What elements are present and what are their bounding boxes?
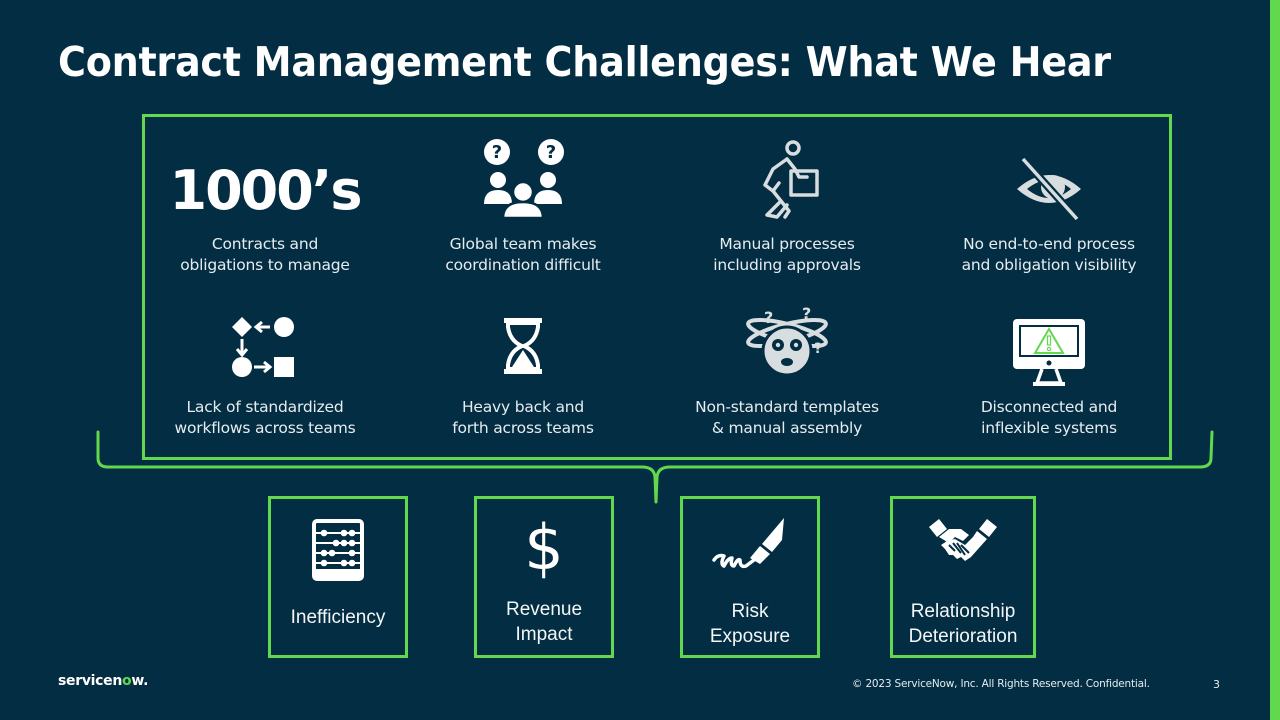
svg-text:?: ? xyxy=(814,341,822,357)
challenge-label-line1: Manual processes xyxy=(719,235,855,253)
workflow-shapes-icon xyxy=(232,317,294,377)
impact-label-line1: Relationship xyxy=(910,601,1016,622)
challenge-label-line1: Contracts and xyxy=(211,235,319,253)
contracts-count: 1000’s xyxy=(169,158,363,222)
person-carrying-box-icon xyxy=(763,140,819,219)
impact-label-line2: Impact xyxy=(515,624,573,645)
challenge-label-line2: including approvals xyxy=(713,256,861,274)
impact-label-line1: Risk xyxy=(731,601,769,622)
challenge-label-line1: No end-to-end process xyxy=(963,235,1135,253)
copyright-notice: © 2023 ServiceNow, Inc. All Rights Reser… xyxy=(852,678,1150,690)
monitor-warning-icon xyxy=(1013,319,1085,386)
challenge-label-line2: and obligation visibility xyxy=(961,256,1137,274)
challenge-label-line2: workflows across teams xyxy=(174,419,356,437)
impact-label-line2: Exposure xyxy=(709,626,791,647)
impact-revenue: $ Revenue Impact xyxy=(474,496,614,658)
challenge-label-line2: & manual assembly xyxy=(711,419,863,437)
abacus-icon xyxy=(312,519,364,581)
challenges-panel: 1000’s Contracts and obligations to mana… xyxy=(142,114,1172,460)
impact-risk: Risk Exposure xyxy=(680,496,820,658)
impact-relationship: Relationship Deterioration xyxy=(890,496,1036,658)
team-questions-icon: ? ? xyxy=(484,139,564,220)
page-number: 3 xyxy=(1213,678,1220,691)
svg-text:?: ? xyxy=(546,142,556,163)
accent-bar xyxy=(1270,0,1280,720)
hourglass-icon xyxy=(504,318,542,374)
challenge-label-line1: Lack of standardized xyxy=(186,398,344,416)
pen-signature-icon xyxy=(712,518,784,569)
challenge-label-line1: Non-standard templates xyxy=(695,398,879,416)
challenge-label-line1: Global team makes xyxy=(449,235,597,253)
challenge-label-line1: Heavy back and xyxy=(461,398,585,416)
impact-label-line2: Deterioration xyxy=(908,626,1018,647)
challenge-label-line2: coordination difficult xyxy=(445,256,601,274)
svg-text:?: ? xyxy=(764,308,773,327)
logo-text-suffix: w. xyxy=(131,673,149,689)
svg-text:?: ? xyxy=(492,142,502,163)
impact-label-line1: Revenue xyxy=(505,599,583,620)
dollar-icon: $ xyxy=(524,511,564,584)
eye-slash-icon xyxy=(1017,156,1081,222)
challenge-label-line2: obligations to manage xyxy=(180,256,350,274)
page-title: Contract Management Challenges: What We … xyxy=(58,38,1111,86)
handshake-icon xyxy=(929,519,997,561)
servicenow-logo: servicenow. xyxy=(58,673,148,689)
confused-face-icon: ? ? ? xyxy=(746,305,828,377)
logo-text-o: o xyxy=(122,673,132,689)
challenge-label-line1: Disconnected and xyxy=(980,398,1118,416)
svg-text:?: ? xyxy=(802,305,811,323)
challenge-label-line2: inflexible systems xyxy=(981,419,1117,437)
logo-text-prefix: servicen xyxy=(58,673,123,689)
challenge-label-line2: forth across teams xyxy=(452,419,594,437)
impact-label-line1: Inefficiency xyxy=(290,607,386,628)
impact-inefficiency: Inefficiency xyxy=(268,496,408,658)
